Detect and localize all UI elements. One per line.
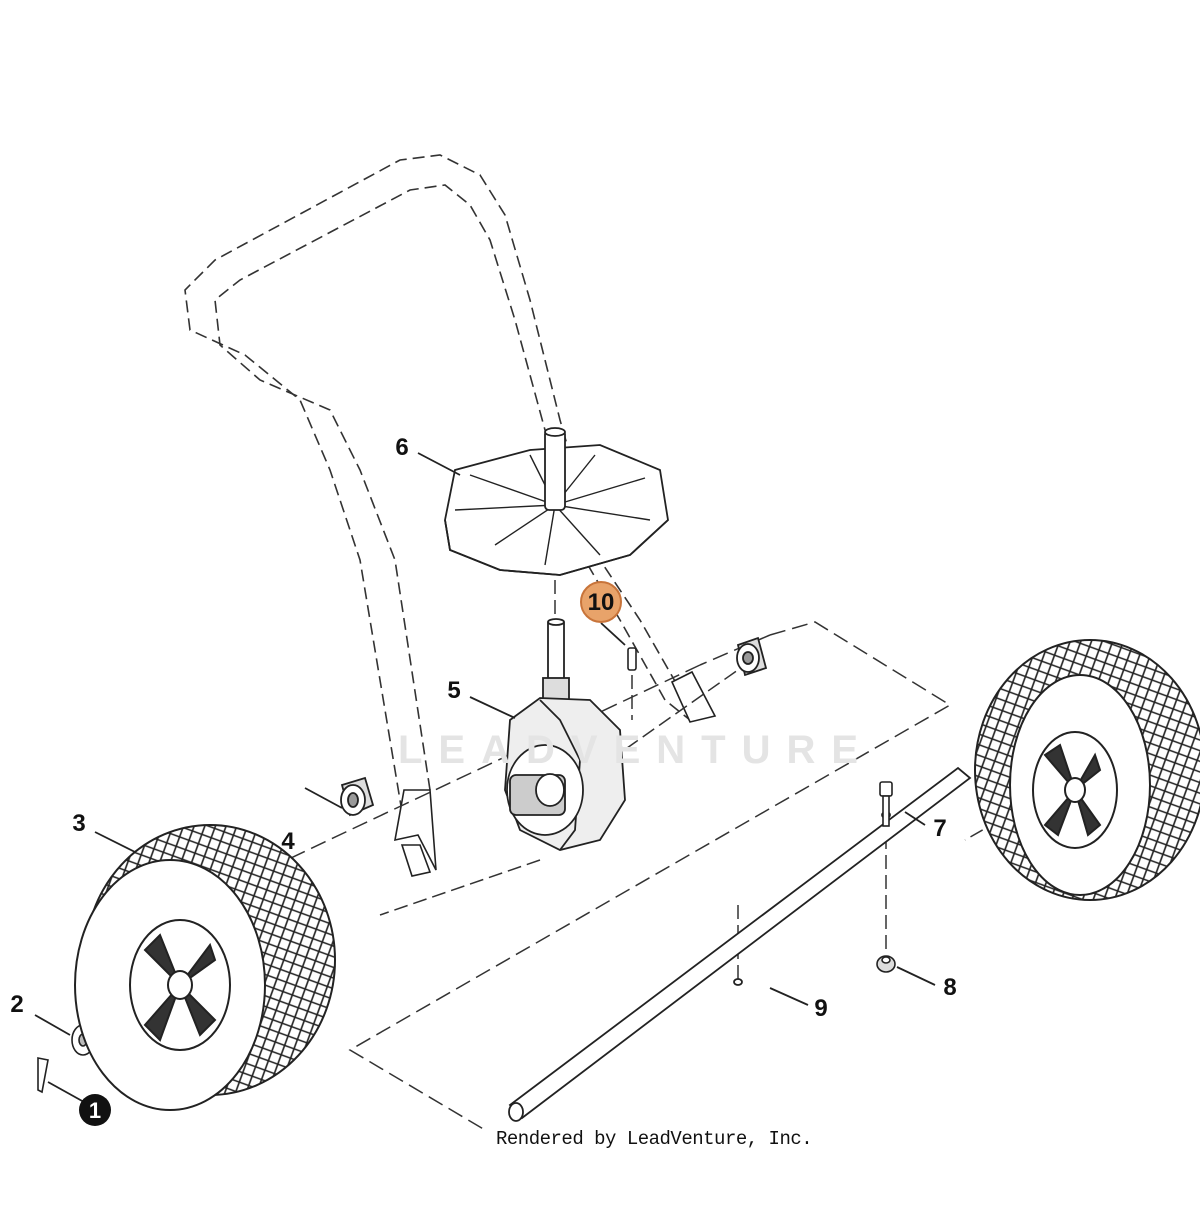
- callout-6: 6: [395, 434, 408, 461]
- callout-4: 4: [281, 828, 295, 855]
- axle: [508, 766, 972, 1122]
- centerlines: [244, 580, 1001, 985]
- leader-lines: [34, 452, 936, 1103]
- bushing-right: [736, 636, 768, 677]
- callout-5: 5: [447, 677, 460, 704]
- pin: [627, 647, 637, 671]
- frame-bracket-right: [670, 670, 717, 723]
- bolt: [879, 781, 893, 827]
- callout-10: 10: [580, 581, 622, 623]
- wheel-left: [74, 824, 336, 1111]
- cotter-pin: [37, 1057, 49, 1094]
- callout-8: 8: [943, 974, 956, 1001]
- handle-frame: [184, 154, 706, 831]
- nut: [876, 955, 896, 973]
- svg-text:1: 1: [89, 1098, 101, 1123]
- watermark: LEADVENTURE: [398, 728, 875, 772]
- callout-1: 1: [79, 1094, 111, 1126]
- frame-bracket-left: [394, 789, 437, 877]
- spreader-plate: [444, 427, 669, 576]
- callout-9: 9: [814, 995, 827, 1022]
- svg-text:10: 10: [588, 589, 615, 616]
- callout-2: 2: [10, 991, 23, 1018]
- footer-credit: Rendered by LeadVenture, Inc.: [496, 1128, 813, 1150]
- gearbox: [504, 618, 626, 851]
- bushing-left: [340, 776, 375, 817]
- callout-7: 7: [933, 815, 946, 842]
- callout-3: 3: [72, 810, 85, 837]
- wheel-right: [974, 639, 1200, 901]
